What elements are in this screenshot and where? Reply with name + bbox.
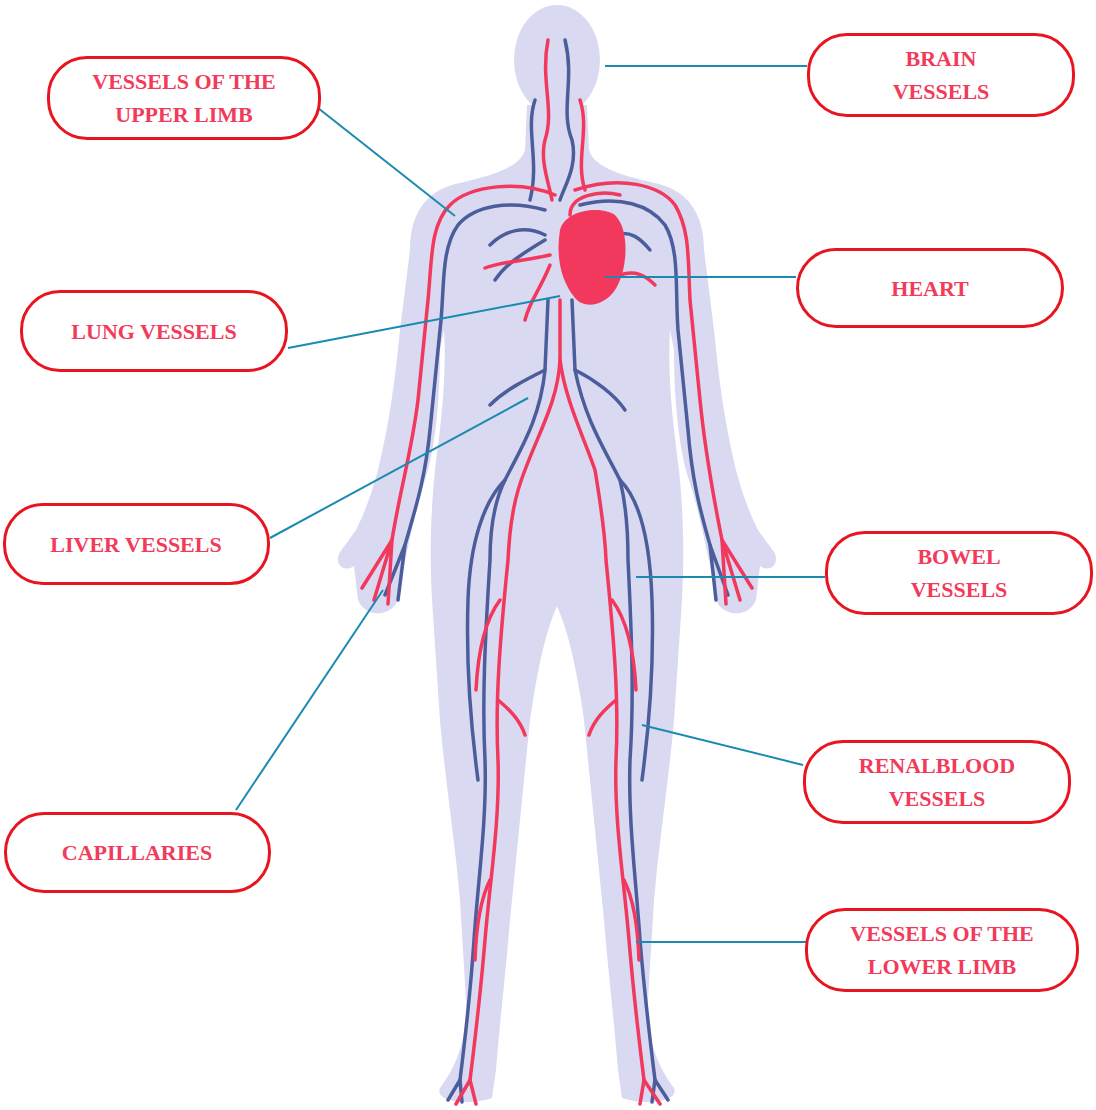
label-box: VESSELS OF THE UPPER LIMB	[47, 56, 321, 140]
label-text: VESSELS OF THE UPPER LIMB	[64, 65, 304, 131]
label-text: BRAIN VESSELS	[866, 42, 1016, 108]
label-text: HEART	[891, 272, 968, 305]
label-box: RENALBLOOD VESSELS	[803, 740, 1071, 824]
label-box: BRAIN VESSELS	[807, 33, 1075, 117]
label-text: VESSELS OF THE LOWER LIMB	[822, 917, 1062, 983]
label-text: RENALBLOOD VESSELS	[845, 749, 1030, 815]
label-box: BOWEL VESSELS	[825, 531, 1093, 615]
arteries	[362, 40, 752, 1104]
label-box: LUNG VESSELS	[20, 290, 288, 372]
label-box: HEART	[796, 248, 1064, 328]
label-box: LIVER VESSELS	[3, 503, 270, 585]
label-box: CAPILLARIES	[4, 812, 271, 893]
leader-lines	[236, 66, 825, 942]
body-silhouette	[338, 5, 776, 1102]
label-text: BOWEL VESSELS	[884, 540, 1034, 606]
heart-shape	[559, 210, 626, 305]
label-box: VESSELS OF THE LOWER LIMB	[805, 908, 1079, 992]
label-text: CAPILLARIES	[62, 836, 212, 869]
label-text: LUNG VESSELS	[71, 315, 236, 348]
label-text: LIVER VESSELS	[50, 528, 221, 561]
